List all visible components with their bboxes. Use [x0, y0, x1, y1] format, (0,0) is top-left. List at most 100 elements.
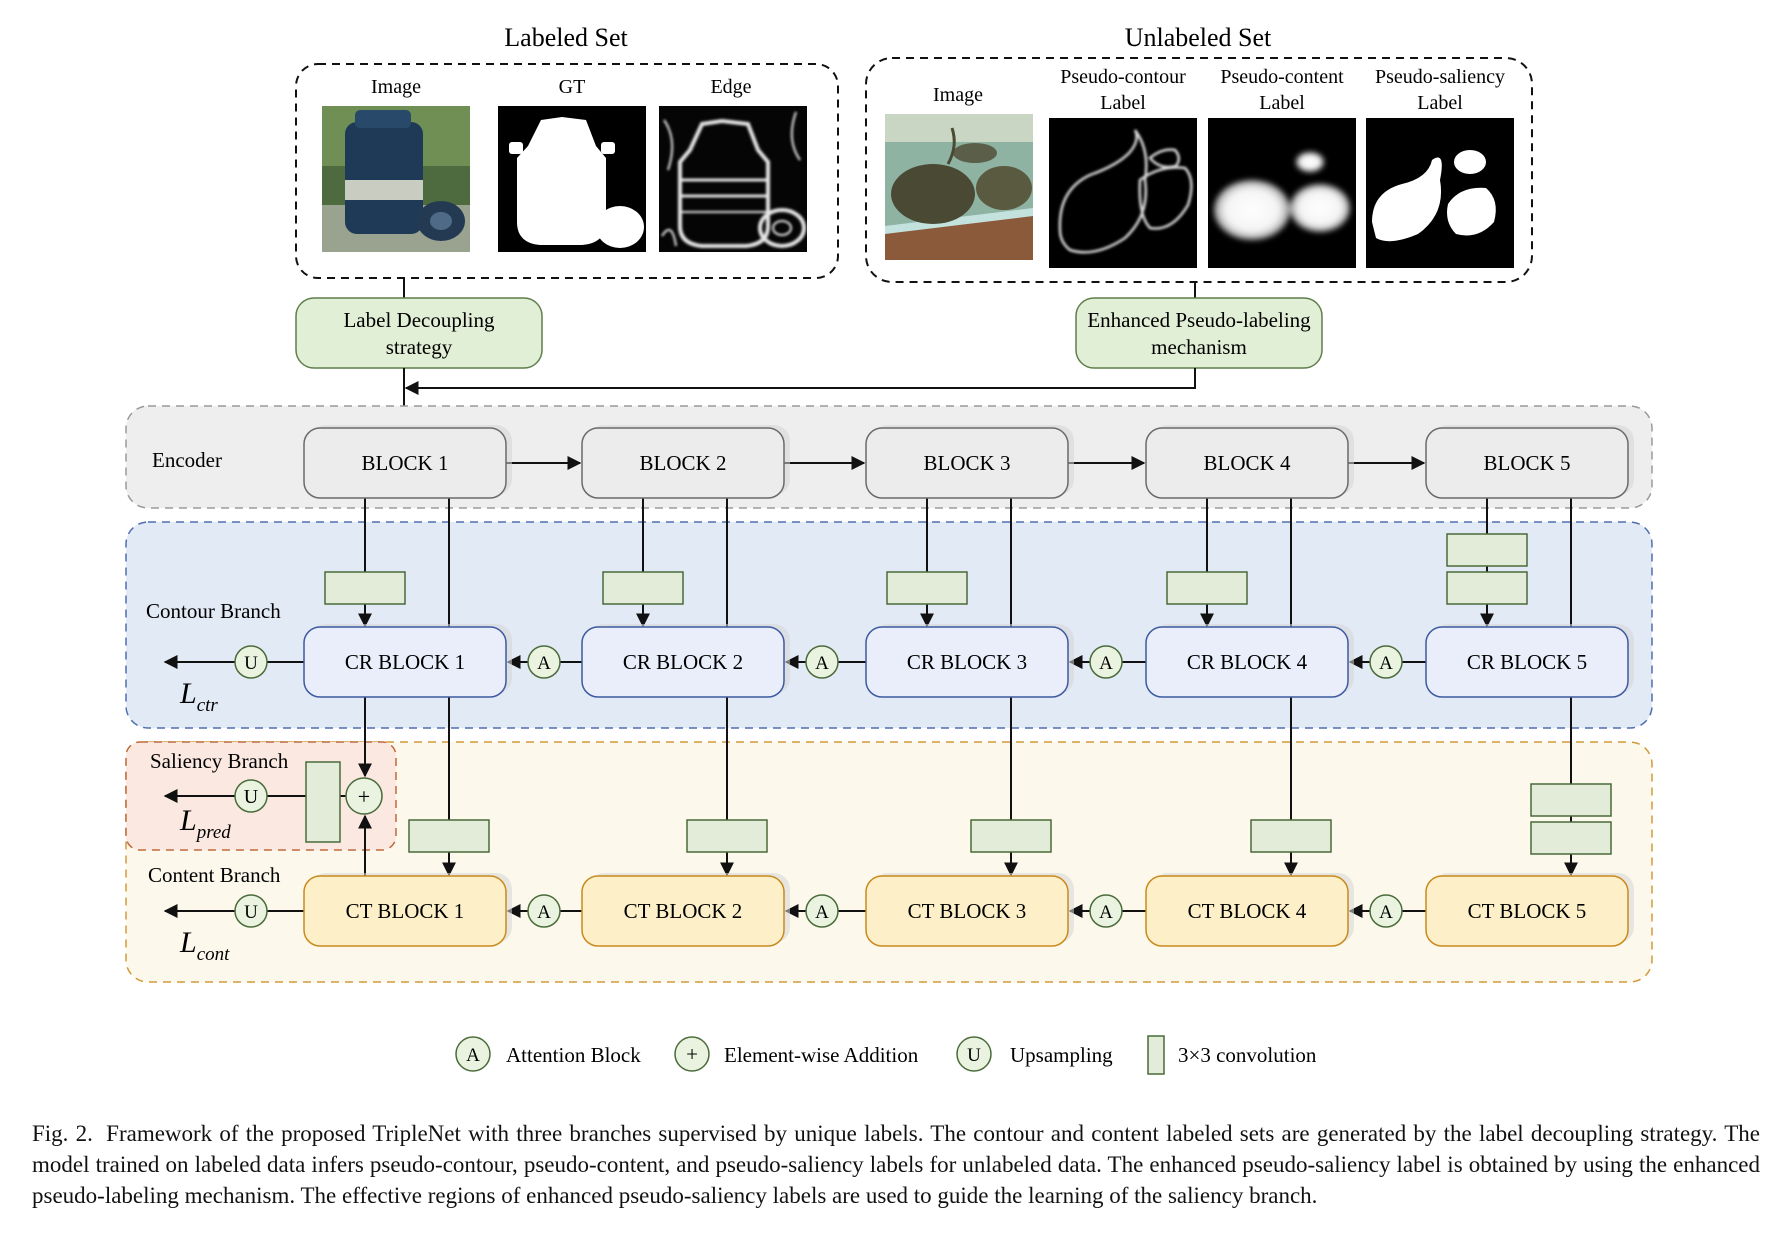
- ct-block-2-label: CT BLOCK 2: [624, 899, 743, 923]
- enhanced-pseudo-labeling-box: Enhanced Pseudo-labeling mechanism: [1075, 297, 1323, 369]
- cr-block-4: CR BLOCK 4: [1145, 624, 1354, 698]
- pseudo-content-caption-line2: Label: [1259, 92, 1305, 114]
- legend-addition: + Element-wise Addition: [674, 1036, 919, 1072]
- contour-conv-2: [602, 571, 684, 605]
- cr-block-5: CR BLOCK 5: [1425, 624, 1634, 698]
- svg-text:Label Decoupling: Label Decoupling: [343, 308, 495, 332]
- labeled-set-box: [295, 63, 839, 279]
- encoder-block-1: BLOCK 1: [303, 425, 512, 499]
- contour-conv-5b: [1446, 571, 1528, 605]
- ct-block-2: CT BLOCK 2: [581, 873, 790, 947]
- unlabeled-image-caption: Image: [933, 84, 983, 106]
- labeled-set-title: Labeled Set: [504, 23, 628, 52]
- contour-conv-3: [886, 571, 968, 605]
- labeled-image-caption: Image: [371, 76, 421, 98]
- encoder-block-3-label: BLOCK 3: [924, 451, 1011, 475]
- pseudo-contour-caption-line2: Label: [1100, 92, 1146, 114]
- pseudo-saliency-image: [1366, 118, 1514, 268]
- ct-block-5: CT BLOCK 5: [1425, 873, 1634, 947]
- labeled-photo-milk-can: [322, 106, 470, 252]
- framework-diagram: Labeled Set Image GT Edge: [125, 23, 1653, 1075]
- gt-caption: GT: [559, 76, 586, 98]
- unlabeled-set-title: Unlabeled Set: [1125, 23, 1272, 52]
- label-decoupling-strategy-box: Label Decoupling strategy: [295, 297, 543, 369]
- svg-text:A: A: [1379, 653, 1393, 674]
- gt-mask-image: [498, 106, 646, 252]
- contour-attention-3: A: [1089, 645, 1123, 679]
- edge-map-image: [659, 106, 807, 252]
- cr-block-3-label: CR BLOCK 3: [907, 650, 1027, 674]
- content-attention-4: A: [1369, 894, 1403, 928]
- encoder-block-2: BLOCK 2: [581, 425, 790, 499]
- pseudo-content-caption-line1: Pseudo-content: [1220, 66, 1344, 88]
- content-conv-4: [1250, 819, 1332, 853]
- contour-attention-4: A: [1369, 645, 1403, 679]
- pseudo-contour-caption-line1: Pseudo-contour: [1060, 66, 1186, 88]
- figure-number: Fig. 2.: [32, 1121, 93, 1146]
- unlabeled-photo-stingrays: [885, 114, 1033, 260]
- svg-text:A: A: [466, 1045, 480, 1066]
- content-conv-2: [686, 819, 768, 853]
- content-conv-5a: [1530, 783, 1612, 817]
- svg-text:U: U: [244, 653, 258, 674]
- figure-caption: Fig. 2. Framework of the proposed Triple…: [32, 1118, 1760, 1211]
- svg-text:Element-wise Addition: Element-wise Addition: [724, 1043, 919, 1067]
- contour-conv-1: [324, 571, 406, 605]
- svg-text:+: +: [686, 1042, 698, 1066]
- svg-text:U: U: [244, 902, 258, 923]
- content-attention-2: A: [805, 894, 839, 928]
- encoder-block-5-label: BLOCK 5: [1484, 451, 1571, 475]
- svg-text:Upsampling: Upsampling: [1010, 1043, 1113, 1067]
- encoder-block-4: BLOCK 4: [1145, 425, 1354, 499]
- content-conv-5b: [1530, 821, 1612, 855]
- svg-text:A: A: [537, 653, 551, 674]
- ct-block-4-label: CT BLOCK 4: [1188, 899, 1307, 923]
- svg-text:A: A: [815, 902, 829, 923]
- pseudo-content-image: [1208, 118, 1356, 268]
- ct-block-3-label: CT BLOCK 3: [908, 899, 1027, 923]
- cr-block-2: CR BLOCK 2: [581, 624, 790, 698]
- content-conv-1: [408, 819, 490, 853]
- encoder-block-2-label: BLOCK 2: [640, 451, 727, 475]
- encoder-block-5: BLOCK 5: [1425, 425, 1634, 499]
- ct-block-1-label: CT BLOCK 1: [346, 899, 465, 923]
- cr-block-1: CR BLOCK 1: [303, 624, 512, 698]
- ct-block-4: CT BLOCK 4: [1145, 873, 1354, 947]
- content-branch-label: Content Branch: [148, 863, 281, 887]
- svg-text:U: U: [967, 1045, 981, 1066]
- encoder-label: Encoder: [152, 448, 222, 472]
- saliency-upsample-node: U: [234, 779, 268, 813]
- saliency-loss-label: Lpred: [179, 804, 231, 843]
- svg-text:mechanism: mechanism: [1151, 335, 1247, 359]
- contour-attention-2: A: [805, 645, 839, 679]
- addition-node: +: [345, 777, 383, 815]
- encoder-block-3: BLOCK 3: [865, 425, 1074, 499]
- svg-text:strategy: strategy: [386, 335, 453, 359]
- saliency-conv-block: [305, 761, 341, 843]
- svg-text:A: A: [815, 653, 829, 674]
- svg-text:Enhanced Pseudo-labeling: Enhanced Pseudo-labeling: [1087, 308, 1311, 332]
- ct-block-3: CT BLOCK 3: [865, 873, 1074, 947]
- svg-text:A: A: [1099, 902, 1113, 923]
- contour-branch-label: Contour Branch: [146, 599, 281, 623]
- cr-block-1-label: CR BLOCK 1: [345, 650, 465, 674]
- legend: A Attention Block + Element-wise Additio…: [455, 1035, 1317, 1075]
- content-attention-3: A: [1089, 894, 1123, 928]
- contour-loss-label: Lctr: [179, 677, 218, 716]
- content-attention-1: A: [527, 894, 561, 928]
- saliency-branch-label: Saliency Branch: [150, 749, 289, 773]
- svg-text:+: +: [358, 784, 370, 809]
- legend-upsampling: U Upsampling: [956, 1036, 1113, 1072]
- content-upsample-node: U: [234, 894, 268, 928]
- svg-text:A: A: [537, 902, 551, 923]
- svg-text:3×3 convolution: 3×3 convolution: [1178, 1043, 1317, 1067]
- edge-caption: Edge: [710, 76, 751, 98]
- contour-conv-5a: [1446, 533, 1528, 567]
- pseudo-saliency-caption-line1: Pseudo-saliency: [1375, 66, 1505, 88]
- caption-text: Framework of the proposed TripleNet with…: [32, 1121, 1760, 1208]
- content-conv-3: [970, 819, 1052, 853]
- ct-block-5-label: CT BLOCK 5: [1468, 899, 1587, 923]
- cr-block-3: CR BLOCK 3: [865, 624, 1074, 698]
- contour-conv-4: [1166, 571, 1248, 605]
- svg-text:Attention Block: Attention Block: [506, 1043, 641, 1067]
